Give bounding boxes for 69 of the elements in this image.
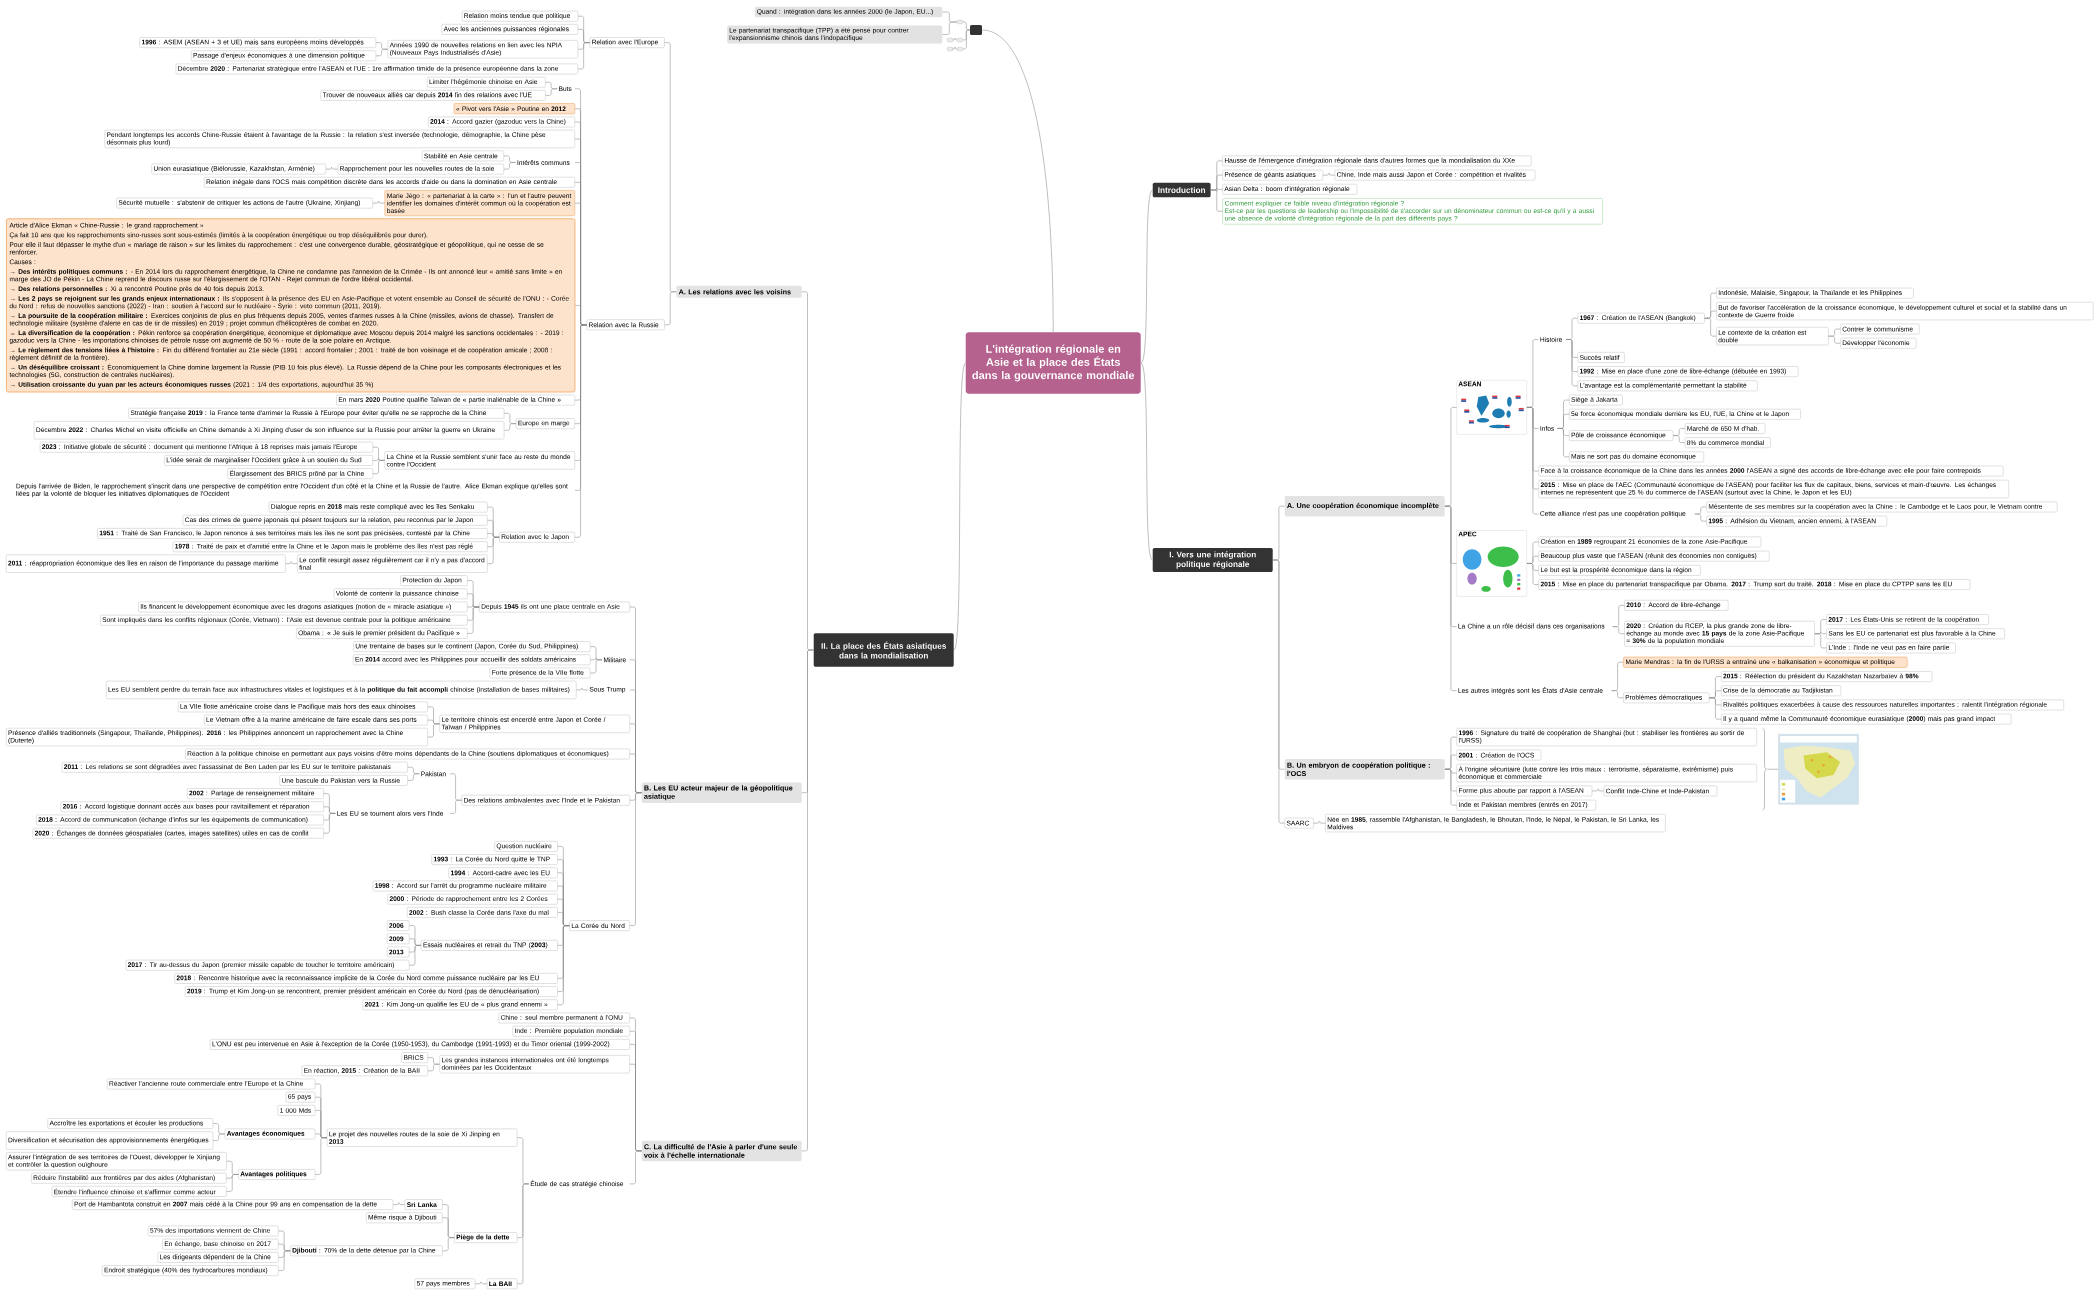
branch-line: [557, 925, 570, 1006]
branch-line: [226, 1174, 239, 1192]
branch-line: [392, 1202, 405, 1205]
branch-line: [1704, 317, 1717, 337]
branch-line: [1444, 505, 1457, 691]
section-box: I. Vers une intégration politique régionale: [1152, 547, 1273, 573]
branch-line: [953, 362, 966, 651]
branch-line: [517, 1183, 530, 1285]
branch-line: [1210, 189, 1223, 212]
branch-line: [1672, 435, 1686, 443]
branch-line: [801, 649, 814, 1152]
branch-line: [629, 1150, 642, 1185]
branch-line: [372, 460, 385, 474]
branch-line: [315, 1137, 328, 1175]
branch-line: [1591, 788, 1605, 792]
branch-line: [1444, 768, 1457, 806]
branch-line: [1814, 633, 1827, 649]
branch-line: [285, 561, 298, 564]
branch-line: [407, 773, 420, 781]
branch-line: [467, 606, 480, 634]
branch-line: [449, 799, 462, 814]
empty-box: [956, 37, 964, 43]
branch-line: [409, 945, 422, 966]
branch-line: [474, 1281, 488, 1285]
branch-line: [1140, 362, 1153, 561]
title-box: L'intégration régionale en Asie et la place des États dans la gouvernance mondiale: [965, 332, 1141, 394]
branch-line: [1526, 563, 1539, 585]
branch-line: [487, 536, 500, 564]
branch-line: [375, 48, 388, 57]
branch-line: [942, 21, 958, 35]
branch-line: [952, 46, 958, 50]
branch-line: [1611, 690, 1624, 699]
branch-line: [504, 423, 517, 431]
branch-line: [323, 813, 336, 834]
branch-line: [503, 162, 516, 170]
branch-line: [278, 1250, 291, 1271]
branch-line: [952, 37, 958, 41]
branch-line: [1694, 513, 1707, 522]
section-box: II. La place des États asiatiques dans la mondialisation: [813, 633, 954, 667]
branch-line: [212, 1133, 225, 1141]
branch-line: [577, 42, 590, 70]
branch-line: [1526, 407, 1539, 515]
branch-line: [574, 324, 587, 538]
empty-box: [946, 37, 954, 43]
empty-box: [956, 46, 964, 52]
empty-box: [956, 19, 964, 25]
branch-line: [1828, 335, 1841, 344]
branch-line: [427, 1063, 440, 1072]
branch-line: [1557, 428, 1570, 458]
branch-line: [1272, 559, 1285, 824]
branch-line: [1612, 626, 1625, 635]
empty-box: [946, 46, 954, 52]
branch-line: [576, 687, 589, 691]
branch-line: [1313, 820, 1326, 824]
branch-line: [372, 200, 385, 204]
branch-line: [629, 792, 642, 926]
branch-line: [590, 659, 603, 674]
branch-line: [427, 723, 440, 738]
branch-line: [1709, 697, 1722, 720]
branch-line: [664, 291, 677, 326]
branch-line: [962, 29, 971, 50]
branch-line: [442, 1237, 455, 1252]
branch-line: [1565, 339, 1578, 387]
branch-line: [1140, 189, 1153, 364]
branch-line: [981, 29, 1054, 333]
branch-line: [1322, 172, 1335, 176]
section-box: Introduction: [1152, 182, 1211, 198]
branch-line: [325, 166, 338, 170]
branch-line: [545, 88, 558, 96]
